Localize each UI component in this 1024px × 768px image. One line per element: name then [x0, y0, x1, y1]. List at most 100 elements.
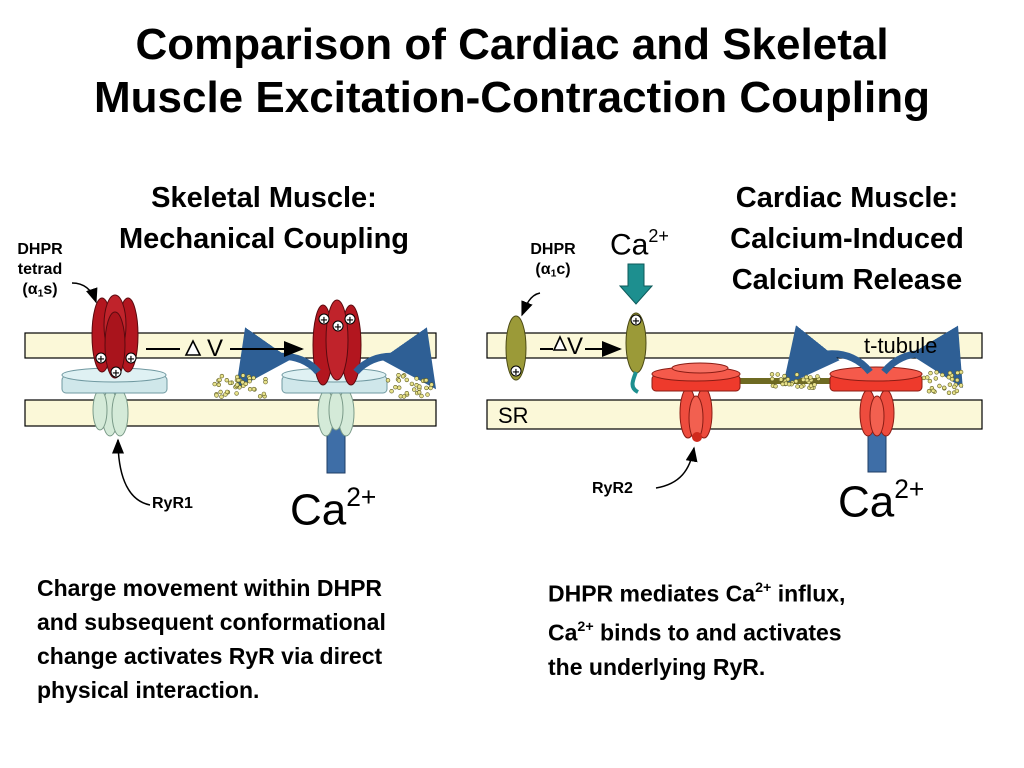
- calcium-dot: [227, 380, 233, 386]
- skeletal-title-line-2: Mechanical Coupling: [118, 223, 410, 255]
- cardiac-delta-v-label: V: [567, 333, 584, 360]
- calcium-dot: [954, 377, 960, 383]
- skeletal-sr-membrane: [24, 399, 437, 427]
- svg-text:+: +: [632, 316, 640, 327]
- cardiac-diagram: + +: [486, 263, 983, 489]
- calcium-dot: [401, 394, 407, 399]
- calcium-dot: [801, 377, 806, 382]
- skeletal-delta-v-label: V: [207, 335, 224, 362]
- cardiac-caption-l2-pre: Ca: [548, 619, 578, 646]
- cardiac-ca-top-text: Ca: [610, 228, 649, 262]
- calcium-dot: [218, 389, 223, 395]
- calcium-dot: [212, 381, 217, 387]
- cardiac-dhpr-right: +: [625, 312, 647, 394]
- svg-text:+: +: [127, 354, 135, 365]
- skeletal-caption-line-2: and subsequent conformational: [37, 609, 386, 635]
- svg-text:+: +: [320, 315, 328, 326]
- calcium-dot: [769, 372, 775, 377]
- calcium-dot: [385, 378, 391, 383]
- calcium-dot: [404, 377, 409, 383]
- skeletal-dhpr-l3-sub: 1: [37, 288, 44, 300]
- calcium-dot: [243, 381, 249, 386]
- calcium-dot: [786, 382, 792, 387]
- cardiac-calcium-bottom-label: Ca2+: [838, 464, 924, 527]
- cardiac-ca-bottom-text: Ca: [838, 477, 895, 527]
- calcium-dot: [949, 377, 955, 382]
- skeletal-title-line-1: Skeletal Muscle:: [151, 182, 377, 214]
- title-line-2: Muscle Excitation-Contraction Coupling: [93, 73, 931, 122]
- skeletal-ryr1-pointer: [112, 438, 151, 506]
- skeletal-calcium-label: Ca2+: [290, 472, 376, 535]
- calcium-dot: [217, 377, 222, 383]
- calcium-dot: [933, 376, 938, 381]
- cardiac-delta-icon: [552, 335, 568, 351]
- cardiac-ryr2-left: [651, 362, 741, 442]
- calcium-dot: [224, 378, 230, 383]
- calcium-dot: [251, 386, 257, 392]
- cardiac-dhpr-left: +: [505, 315, 527, 381]
- calcium-dot: [947, 382, 953, 387]
- cardiac-caption-l1-post: influx,: [771, 580, 846, 607]
- calcium-dot: [812, 382, 817, 387]
- calcium-dot: [928, 370, 933, 376]
- cardiac-dhpr-label-line-1: DHPR: [530, 241, 576, 258]
- skeletal-title: Skeletal Muscle: Mechanical Coupling: [84, 178, 444, 260]
- calcium-dot: [216, 382, 222, 387]
- calcium-dot: [397, 385, 402, 390]
- cardiac-calcium-dots: [769, 369, 964, 395]
- calcium-dot: [785, 377, 791, 382]
- calcium-dot: [393, 385, 398, 390]
- calcium-dot: [952, 384, 957, 390]
- cardiac-t-tubule-membrane: [486, 332, 983, 359]
- skeletal-calcium-dots: [212, 373, 434, 399]
- calcium-dot: [400, 374, 406, 379]
- skeletal-dhpr-label: DHPR tetrad (α1s): [4, 240, 76, 305]
- cardiac-ca-top-charge: 2+: [648, 226, 669, 246]
- cardiac-ryr2-label: RyR2: [592, 480, 633, 497]
- calcium-dot: [409, 381, 415, 387]
- svg-text:+: +: [112, 368, 120, 379]
- cardiac-dhpr-label: DHPR (α1c): [512, 240, 594, 285]
- calcium-dot: [425, 392, 430, 397]
- calcium-dot: [235, 374, 240, 380]
- calcium-dot: [263, 379, 268, 385]
- skeletal-dhpr-tetrad-left: + + +: [91, 294, 139, 379]
- cardiac-dhpr-l2-pre: (α: [535, 261, 551, 278]
- calcium-dot: [417, 390, 422, 395]
- cardiac-title: Cardiac Muscle: Calcium-Induced Calcium …: [700, 178, 994, 301]
- calcium-dot: [925, 375, 930, 380]
- calcium-dot: [429, 382, 434, 387]
- calcium-dot: [224, 389, 230, 395]
- calcium-dot: [257, 394, 263, 399]
- calcium-dot: [793, 379, 799, 384]
- calcium-dot: [794, 372, 800, 377]
- calcium-dot: [219, 394, 224, 399]
- cardiac-title-line-2: Calcium-Induced: [730, 223, 964, 255]
- calcium-dot: [214, 393, 219, 398]
- calcium-dot: [261, 391, 267, 397]
- calcium-dot: [958, 369, 964, 375]
- calcium-dot: [240, 373, 246, 378]
- skeletal-release-arrow-left: [235, 327, 321, 390]
- cardiac-dhpr-l2-post: c): [556, 261, 571, 278]
- cardiac-caption-line-3: the underlying RyR.: [548, 653, 766, 680]
- skeletal-caption-line-4: physical interaction.: [37, 677, 260, 703]
- cardiac-title-line-1: Cardiac Muscle:: [735, 182, 959, 214]
- t-tubule-label: t-tubule: [864, 333, 938, 358]
- calcium-dot: [931, 388, 936, 393]
- calcium-dot: [775, 372, 780, 377]
- calcium-dot: [940, 372, 945, 378]
- cardiac-ryr2-right: [829, 366, 923, 473]
- calcium-dot: [947, 370, 953, 376]
- calcium-dot: [247, 379, 252, 384]
- calcium-dot: [955, 370, 960, 375]
- calcium-dot: [927, 378, 933, 384]
- cardiac-ca-bottom-charge: 2+: [894, 474, 925, 504]
- cardiac-dhpr-label-line-2: (α1c): [512, 260, 594, 285]
- skeletal-delta-icon: [184, 339, 202, 356]
- skeletal-diagram: + + + + + +: [24, 282, 437, 506]
- cardiac-dhpr-l2-sub: 1: [550, 268, 557, 280]
- calcium-dot: [412, 387, 417, 392]
- title-line-1: Comparison of Cardiac and Skeletal: [135, 20, 889, 69]
